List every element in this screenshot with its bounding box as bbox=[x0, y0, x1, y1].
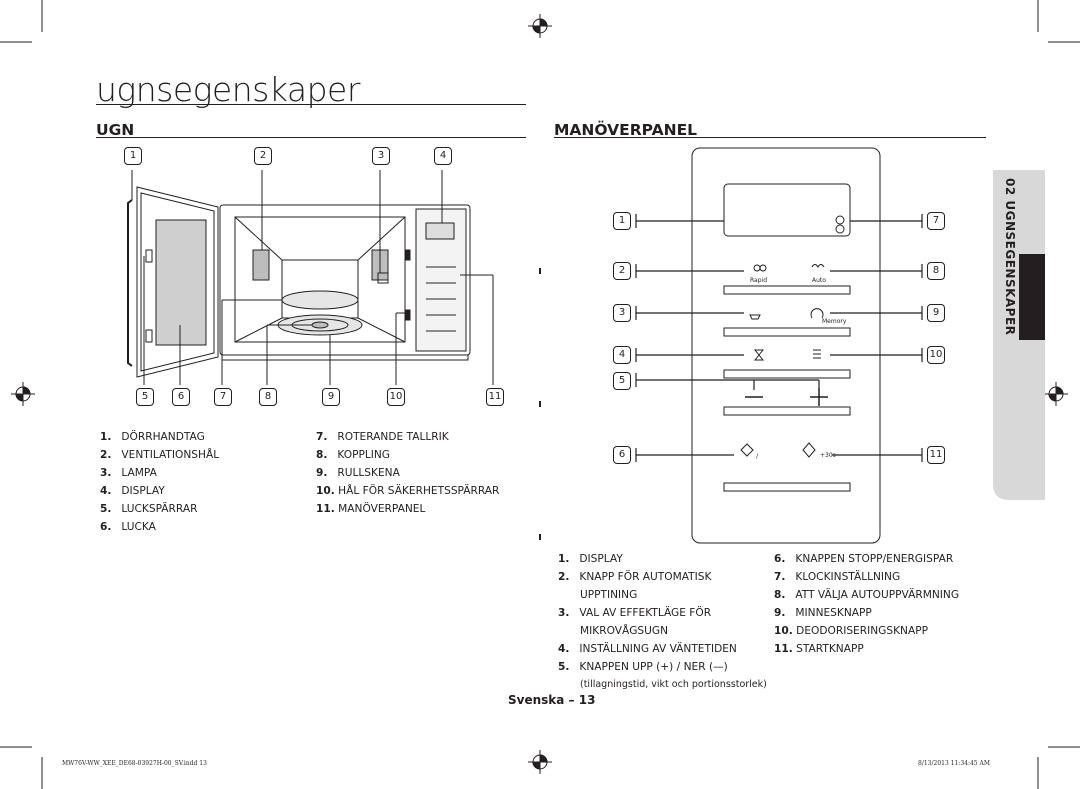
section-rule-ugn bbox=[96, 137, 526, 138]
list-item: 9. MINNESKNAPP bbox=[774, 607, 872, 619]
list-item: 4. INSTÄLLNING AV VÄNTETIDEN bbox=[558, 643, 737, 655]
oven-callout-6: 6 bbox=[172, 388, 190, 406]
rapid-label: Rapid bbox=[750, 277, 767, 284]
ventilation-holes-left bbox=[252, 249, 270, 281]
list-item: 10. HÅL FÖR SÄKERHETSSPÄRRAR bbox=[316, 485, 500, 497]
registration-mark-left bbox=[11, 382, 35, 406]
list-item: 2. KNAPP FÖR AUTOMATISK bbox=[558, 571, 712, 583]
chapter-tab bbox=[993, 170, 1045, 500]
deodorize-icon bbox=[813, 349, 821, 359]
stop-icon bbox=[740, 443, 754, 457]
oven-parts-list-right: 7. ROTERANDE TALLRIK 8. KOPPLING 9. RULL… bbox=[316, 428, 499, 518]
list-item: 1. DISPLAY bbox=[558, 553, 623, 565]
coupler bbox=[311, 321, 329, 329]
list-item: 11. MANÖVERPANEL bbox=[316, 503, 426, 515]
oven-parts-list-left: 1. DÖRRHANDTAG 2. VENTILATIONSHÅL 3. LAM… bbox=[100, 428, 219, 536]
auto-label: Auto bbox=[812, 277, 826, 284]
oven-door bbox=[136, 186, 219, 378]
list-item: 7. KLOCKINSTÄLLNING bbox=[774, 571, 901, 583]
panel-parts-list-right: 6. KNAPPEN STOPP/ENERGISPAR 7. KLOCKINST… bbox=[774, 550, 959, 658]
oven-callout-9: 9 bbox=[322, 388, 340, 406]
panel-callout-6: 6 bbox=[613, 446, 631, 464]
list-item-cont: MIKROVÅGSUGN bbox=[580, 625, 669, 637]
control-panel-diagram: Rapid Auto Memory / +30s bbox=[635, 147, 923, 544]
list-item: 5. KNAPPEN UPP (+) / NER (—) bbox=[558, 661, 728, 673]
power-icon bbox=[749, 314, 761, 320]
section-header-ugn: UGN bbox=[96, 121, 135, 139]
oven-callout-5: 5 bbox=[136, 388, 154, 406]
plus30-label: +30s bbox=[820, 452, 836, 459]
panel-display bbox=[723, 183, 851, 237]
list-item: 11. STARTKNAPP bbox=[774, 643, 864, 655]
lamp bbox=[377, 272, 389, 284]
registration-mark-right bbox=[1044, 382, 1068, 406]
oven-diagram bbox=[127, 170, 494, 385]
clock-icon bbox=[835, 215, 845, 225]
oven-callout-10: 10 bbox=[387, 388, 405, 406]
stop-slash: / bbox=[756, 453, 759, 460]
section-header-manoverpanel: MANÖVERPANEL bbox=[554, 121, 698, 139]
list-item: 3. VAL AV EFFEKTLÄGE FÖR bbox=[558, 607, 712, 619]
registration-mark-bottom bbox=[528, 750, 552, 774]
title-underline bbox=[96, 104, 526, 105]
list-item: 1. DÖRRHANDTAG bbox=[100, 431, 205, 443]
oven-cavity bbox=[234, 216, 406, 343]
memory-label: Memory bbox=[822, 318, 847, 325]
list-item: 10. DEODORISERINGSKNAPP bbox=[774, 625, 928, 637]
turntable bbox=[281, 290, 359, 310]
oven-callout-4: 4 bbox=[434, 147, 452, 165]
oven-callout-7: 7 bbox=[214, 388, 232, 406]
oven-callout-8: 8 bbox=[259, 388, 277, 406]
list-item: 6. KNAPPEN STOPP/ENERGISPAR bbox=[774, 553, 954, 565]
start-icon bbox=[802, 442, 816, 458]
oven-callout-11: 11 bbox=[486, 388, 504, 406]
list-item: 7. ROTERANDE TALLRIK bbox=[316, 431, 449, 443]
list-item: 5. LUCKSPÄRRAR bbox=[100, 503, 198, 515]
panel-callout-8: 8 bbox=[927, 262, 945, 280]
print-footer-left: MW76V-WW_XEE_DE68-03927H-00_SV.indd 13 bbox=[62, 760, 207, 767]
panel-callout-4: 4 bbox=[613, 346, 631, 364]
panel-callout-1: 1 bbox=[613, 212, 631, 230]
page-title: ugnsegenskaper bbox=[96, 70, 360, 109]
hourglass-icon bbox=[753, 349, 765, 361]
panel-callout-10: 10 bbox=[927, 346, 945, 364]
oven-callout-2: 2 bbox=[254, 147, 272, 165]
list-item-cont: UPPTINING bbox=[580, 589, 638, 601]
list-item: 8. ATT VÄLJA AUTOUPPVÄRMNING bbox=[774, 589, 960, 601]
chapter-tab-label: 02 UGNSEGENSKAPER bbox=[1003, 178, 1017, 336]
panel-callout-7: 7 bbox=[927, 212, 945, 230]
list-item: 6. LUCKA bbox=[100, 521, 156, 533]
registration-mark-top bbox=[528, 14, 552, 38]
panel-callout-2: 2 bbox=[613, 262, 631, 280]
list-item: 2. VENTILATIONSHÅL bbox=[100, 449, 220, 461]
oven-callout-1: 1 bbox=[124, 147, 142, 165]
list-item-cont: (tillagningstid, vikt och portionsstorle… bbox=[580, 679, 767, 690]
page-number: Svenska – 13 bbox=[508, 693, 596, 707]
rapid-icon bbox=[753, 264, 761, 272]
list-item: 8. KOPPLING bbox=[316, 449, 391, 461]
clock-button bbox=[835, 224, 845, 234]
panel-callout-9: 9 bbox=[927, 304, 945, 322]
panel-callout-3: 3 bbox=[613, 304, 631, 322]
print-footer-right: 8/13/2013 11:34:45 AM bbox=[918, 760, 991, 767]
panel-callout-11: 11 bbox=[927, 446, 945, 464]
memory-icon bbox=[810, 308, 824, 319]
list-item: 3. LAMPA bbox=[100, 467, 157, 479]
list-item: 4. DISPLAY bbox=[100, 485, 165, 497]
section-rule-manoverpanel bbox=[554, 137, 986, 138]
oven-callout-3: 3 bbox=[372, 147, 390, 165]
control-panel-outline bbox=[691, 147, 881, 544]
auto-icon bbox=[811, 264, 825, 268]
door-handle bbox=[127, 199, 133, 367]
panel-callout-5: 5 bbox=[613, 372, 631, 390]
list-item: 9. RULLSKENA bbox=[316, 467, 400, 479]
panel-parts-list-left: 1. DISPLAY 2. KNAPP FÖR AUTOMATISK UPPTI… bbox=[558, 550, 767, 694]
door-window bbox=[155, 219, 207, 346]
